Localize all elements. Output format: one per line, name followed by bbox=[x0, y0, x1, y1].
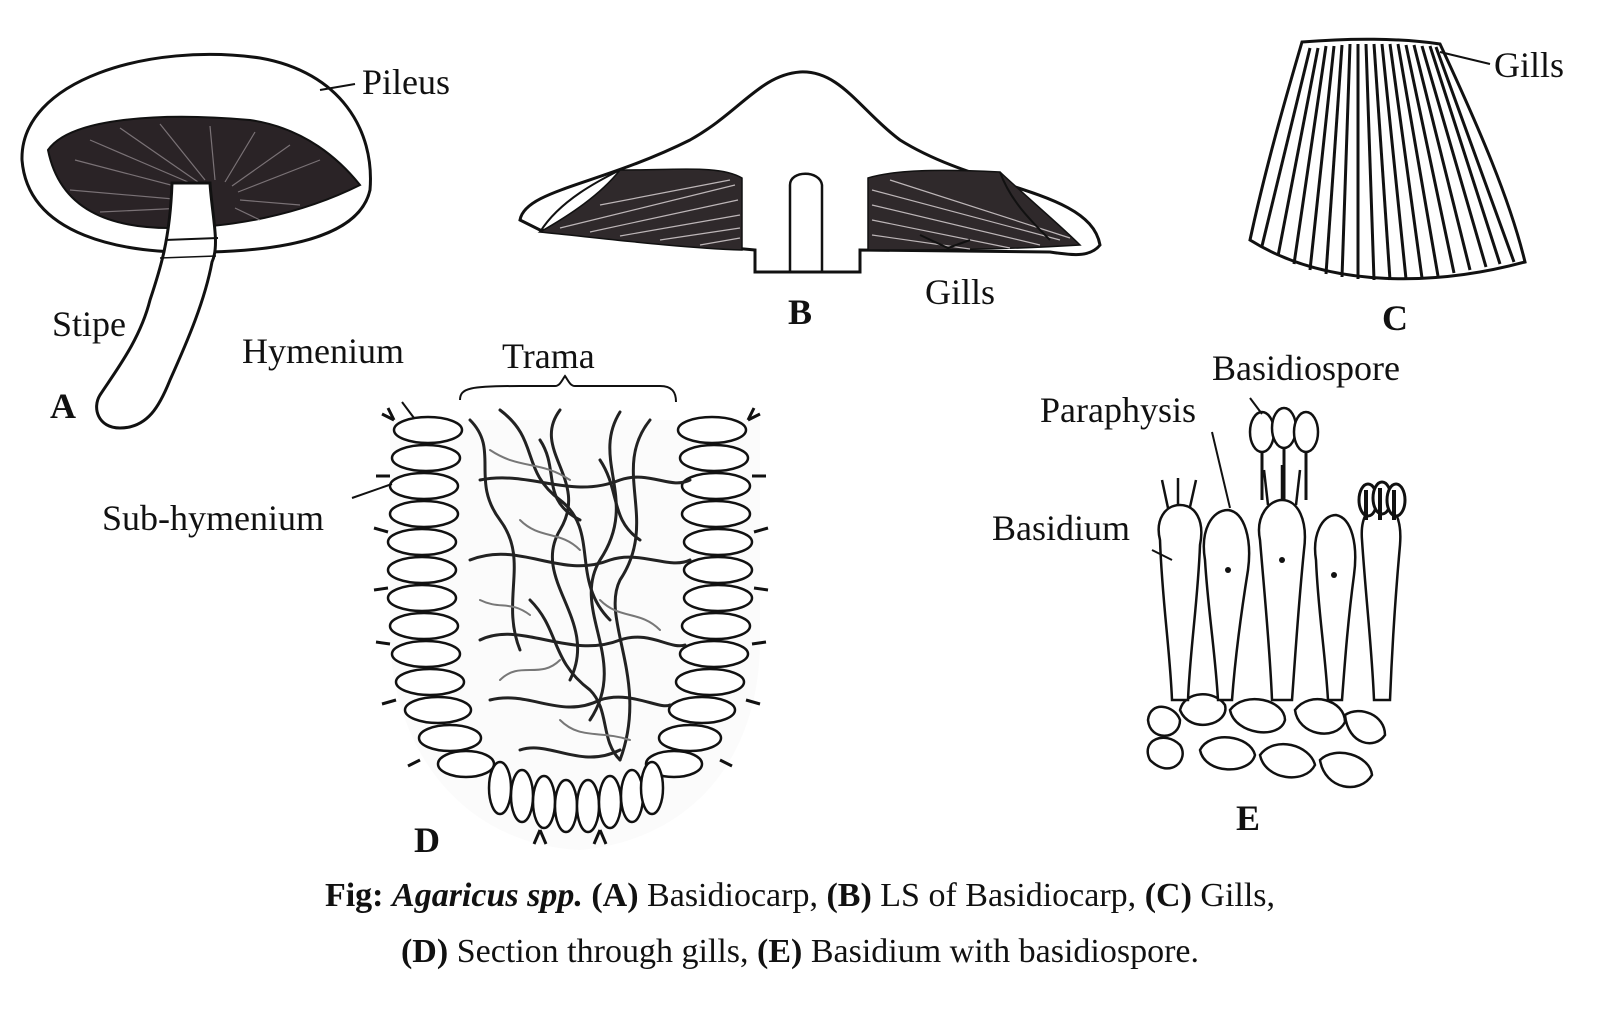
label-basidiospore: Basidiospore bbox=[1212, 348, 1400, 388]
label-stipe: Stipe bbox=[52, 304, 127, 344]
label-pileus: Pileus bbox=[362, 62, 451, 102]
stipe-shape bbox=[95, 181, 217, 430]
caption-key-d: (D) bbox=[400, 933, 449, 970]
gill-underside bbox=[46, 115, 362, 230]
label-trama: Trama bbox=[502, 336, 595, 376]
label-paraphysis: Paraphysis bbox=[1040, 390, 1196, 430]
caption-key-e: (E) bbox=[757, 933, 803, 970]
label-hymenium: Hymenium bbox=[242, 331, 404, 371]
gill-section-drawing bbox=[351, 374, 769, 850]
basidiocarp-drawing bbox=[20, 52, 372, 430]
caption-genus: Agaricus spp. bbox=[392, 877, 583, 914]
panel-letter-a: A bbox=[50, 386, 76, 426]
caption-line-1: Fig: Agaricus spp. (A) Basidiocarp, (B) … bbox=[0, 868, 1600, 924]
panel-letter-d: D bbox=[414, 820, 440, 860]
caption-text-e: Basidium with basidiospore. bbox=[810, 933, 1199, 970]
caption-text-c: Gills, bbox=[1200, 877, 1276, 914]
basidium-drawing bbox=[1146, 397, 1407, 789]
gills-fan-drawing bbox=[1248, 37, 1527, 281]
basidium-left bbox=[1157, 503, 1203, 702]
label-gills-c: Gills bbox=[1494, 45, 1565, 85]
caption-line-2: (D) Section through gills, (E) Basidium … bbox=[0, 924, 1600, 980]
caption-text-b: LS of Basidiocarp, bbox=[880, 877, 1137, 914]
caption-fig-prefix: Fig: bbox=[324, 877, 384, 914]
caption-key-c: (C) bbox=[1144, 877, 1192, 914]
panel-letter-b: B bbox=[788, 292, 813, 332]
label-sub-hymenium: Sub-hymenium bbox=[102, 498, 324, 538]
ls-basidiocarp-drawing bbox=[518, 70, 1102, 274]
basidium-central bbox=[1257, 498, 1307, 702]
panel-letter-c: C bbox=[1382, 298, 1408, 338]
caption-key-b: (B) bbox=[826, 877, 872, 914]
caption-key-a: (A) bbox=[591, 877, 639, 914]
caption-text-d: Section through gills, bbox=[456, 933, 749, 970]
ls-gills-left bbox=[537, 168, 743, 251]
label-basidium: Basidium bbox=[992, 508, 1131, 548]
label-gills-b: Gills bbox=[925, 272, 996, 312]
figure-caption: Fig: Agaricus spp. (A) Basidiocarp, (B) … bbox=[0, 868, 1600, 980]
caption-text-a: Basidiocarp, bbox=[647, 877, 818, 914]
panel-letter-e: E bbox=[1236, 798, 1261, 838]
